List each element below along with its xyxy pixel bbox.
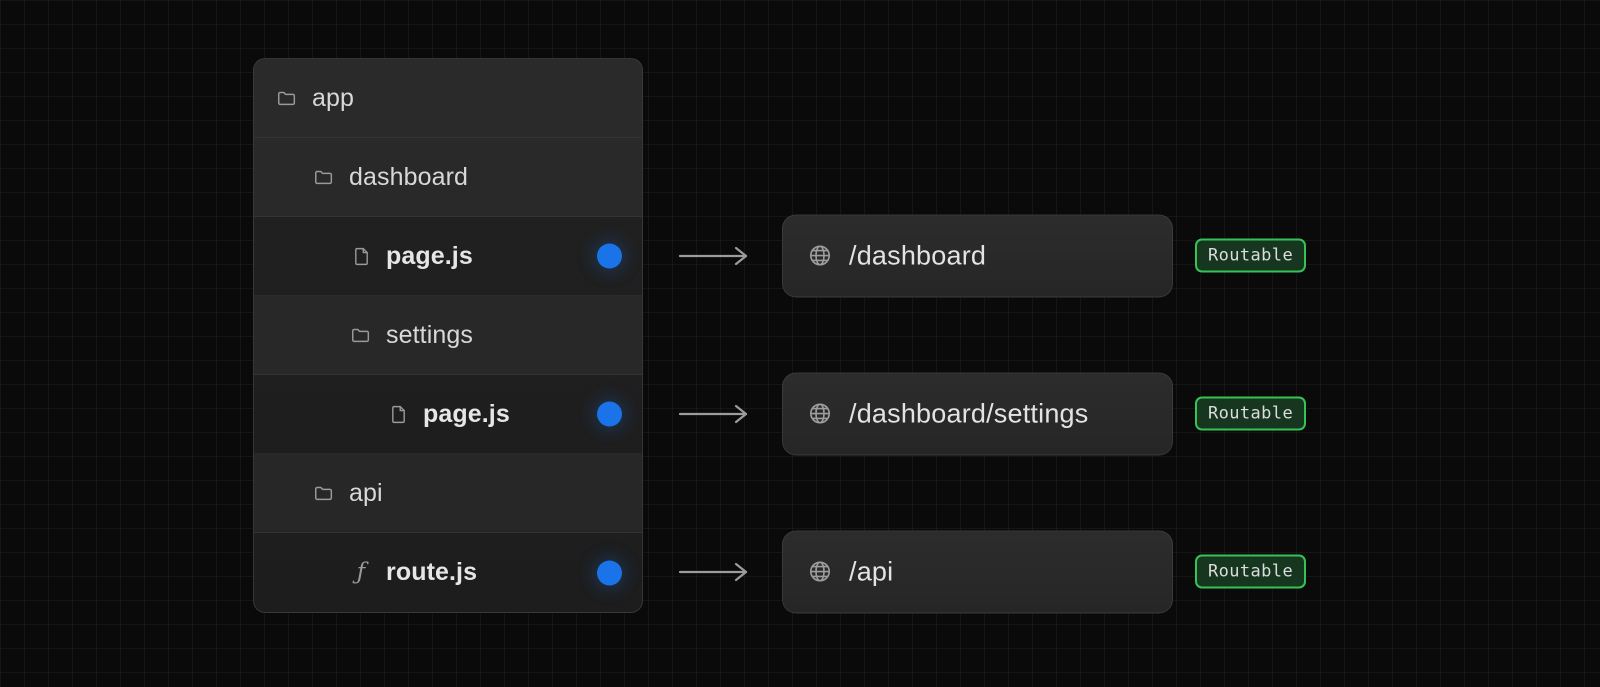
route-box[interactable]: /api: [782, 530, 1173, 613]
route-row: /dashboard Routable: [782, 214, 1307, 297]
route-marker-dot: [597, 401, 622, 427]
folder-icon: [313, 166, 335, 188]
long-right-arrow-icon: [678, 560, 750, 584]
tree-row-label: page.js: [423, 399, 510, 428]
long-right-arrow-icon: [678, 402, 750, 426]
route-box[interactable]: /dashboard: [782, 214, 1173, 297]
status-badge: Routable: [1195, 396, 1307, 431]
globe-icon: [807, 243, 833, 269]
route-path-label: /dashboard/settings: [849, 398, 1089, 428]
tree-row-label: route.js: [386, 558, 478, 586]
folder-icon: [350, 324, 372, 346]
tree-row-app[interactable]: app: [254, 59, 642, 138]
folder-icon: [276, 87, 298, 109]
route-path-label: /dashboard: [849, 240, 987, 270]
tree-row-route-js[interactable]: ƒ route.js: [254, 533, 642, 612]
tree-row-label: settings: [386, 320, 473, 349]
route-row: /api Routable: [782, 530, 1307, 613]
tree-row-dashboard[interactable]: dashboard: [254, 138, 642, 217]
tree-row-label: dashboard: [349, 162, 469, 191]
route-marker-dot: [597, 243, 622, 269]
route-path-label: /api: [849, 556, 894, 586]
file-icon: [350, 245, 372, 267]
tree-row-page-js[interactable]: page.js: [254, 375, 642, 454]
status-badge: Routable: [1195, 554, 1307, 589]
tree-row-page-js[interactable]: page.js: [254, 217, 642, 296]
tree-row-label: api: [349, 478, 383, 507]
globe-icon: [807, 559, 833, 585]
folder-icon: [313, 482, 335, 504]
tree-row-settings[interactable]: settings: [254, 296, 642, 375]
tree-row-label: app: [312, 83, 355, 112]
file-icon: [387, 403, 409, 425]
route-marker-dot: [597, 560, 622, 585]
route-row: /dashboard/settings Routable: [782, 372, 1307, 455]
function-icon: ƒ: [356, 559, 366, 585]
tree-row-label: page.js: [386, 241, 473, 270]
globe-icon: [807, 401, 833, 427]
tree-row-api[interactable]: api: [254, 454, 642, 533]
long-right-arrow-icon: [678, 244, 750, 268]
status-badge: Routable: [1195, 238, 1307, 273]
route-box[interactable]: /dashboard/settings: [782, 372, 1173, 455]
